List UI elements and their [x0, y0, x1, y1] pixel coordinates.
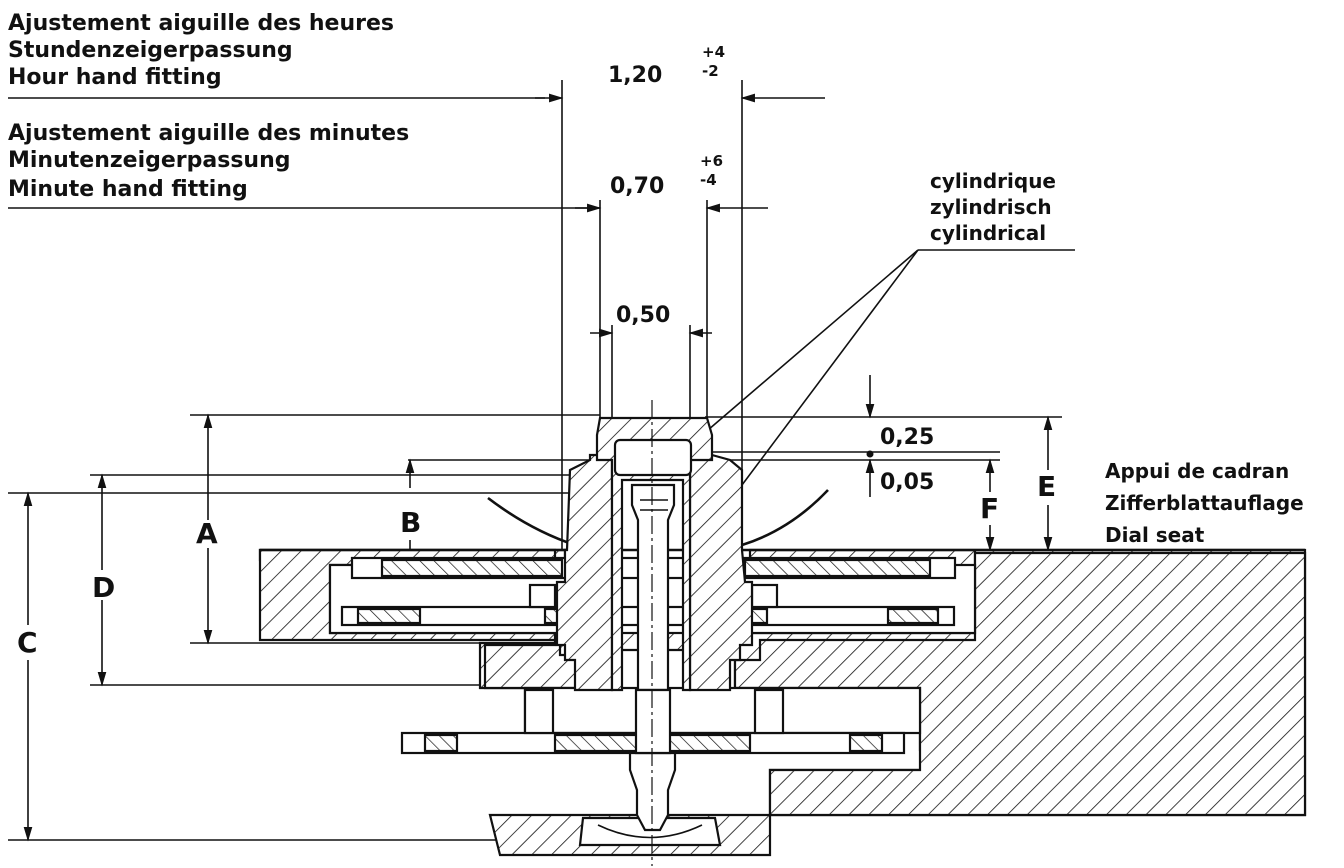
minute-fitting-fr: Ajustement aiguille des minutes	[8, 121, 409, 146]
lower-block-right	[753, 688, 785, 735]
small-block-right	[750, 583, 779, 609]
jewel-curve	[597, 824, 703, 839]
small-block-left	[528, 583, 557, 609]
minute-wheel-right	[886, 607, 940, 625]
letter-c: C	[17, 626, 38, 659]
hour-fitting-label: Ajustement aiguille des heures Stundenze…	[8, 11, 394, 90]
pocket-lower	[523, 686, 922, 735]
minute-tol-upper: +6	[700, 152, 723, 170]
center-value: 0,50	[616, 303, 670, 328]
minute-fitting-en: Minute hand fitting	[8, 177, 248, 202]
minute-value: 0,70	[610, 174, 664, 199]
hour-wheel-left	[380, 558, 564, 578]
dial-seat-de: Zifferblattauflage	[1105, 491, 1304, 515]
hour-value: 1,20	[608, 63, 662, 88]
center-arbor	[630, 483, 676, 692]
hour-fitting-en: Hour hand fitting	[8, 65, 222, 90]
letter-a: A	[196, 517, 218, 550]
lower-wheel-left	[423, 733, 459, 753]
hour-dimension: 1,20 +4 -2	[535, 43, 825, 555]
hour-fitting-fr: Ajustement aiguille des heures	[8, 11, 394, 36]
lower-block-left	[523, 688, 555, 735]
minute-dimension: 0,70 +6 -4	[575, 152, 768, 430]
minute-wheel-left	[356, 607, 422, 625]
gap-dimensions: 0,25 0,05	[408, 375, 1062, 497]
cylindrical-leader-2	[741, 249, 919, 486]
minute-pipe	[595, 416, 714, 692]
bottom-jewel	[578, 816, 722, 847]
top-gap-value: 0,25	[880, 425, 934, 450]
minute-fitting-de: Minutenzeigerpassung	[8, 148, 291, 173]
minute-tol-lower: -4	[700, 171, 717, 189]
lower-wheel-right	[848, 733, 884, 753]
letter-d: D	[92, 571, 115, 604]
minute-fitting-label: Ajustement aiguille des minutes Minutenz…	[8, 121, 409, 202]
gap-dot	[866, 450, 874, 458]
cylindrical-leader-1	[707, 249, 919, 431]
cylindrical-fr: cylindrique	[930, 169, 1056, 193]
minute-cap	[613, 438, 693, 477]
cylindrical-en: cylindrical	[930, 221, 1046, 245]
dial-curve-left	[487, 496, 576, 547]
letter-dimensions: A B D C F E	[8, 413, 1056, 842]
letter-b: B	[400, 506, 421, 539]
movement-cross-section	[258, 400, 1307, 866]
dial-seat-label: Appui de cadran Zifferblattauflage Dial …	[1105, 459, 1304, 547]
hour-pipe-right	[688, 453, 754, 692]
dial-curve-right	[741, 489, 829, 547]
hour-tol-lower: -2	[702, 62, 719, 80]
hour-tol-upper: +4	[702, 43, 725, 61]
cylindrical-de: zylindrisch	[930, 195, 1052, 219]
hour-wheel-right	[743, 558, 932, 578]
cylindrical-label: cylindrique zylindrisch cylindrical	[930, 169, 1056, 245]
letter-f: F	[980, 492, 999, 525]
hour-fitting-de: Stundenzeigerpassung	[8, 38, 293, 63]
dial-seat-fr: Appui de cadran	[1105, 459, 1289, 483]
letter-e: E	[1037, 470, 1056, 503]
dial-seat-en: Dial seat	[1105, 523, 1205, 547]
hour-pipe	[555, 453, 614, 692]
arbor-neck	[634, 688, 672, 755]
small-gap-value: 0,05	[880, 470, 934, 495]
